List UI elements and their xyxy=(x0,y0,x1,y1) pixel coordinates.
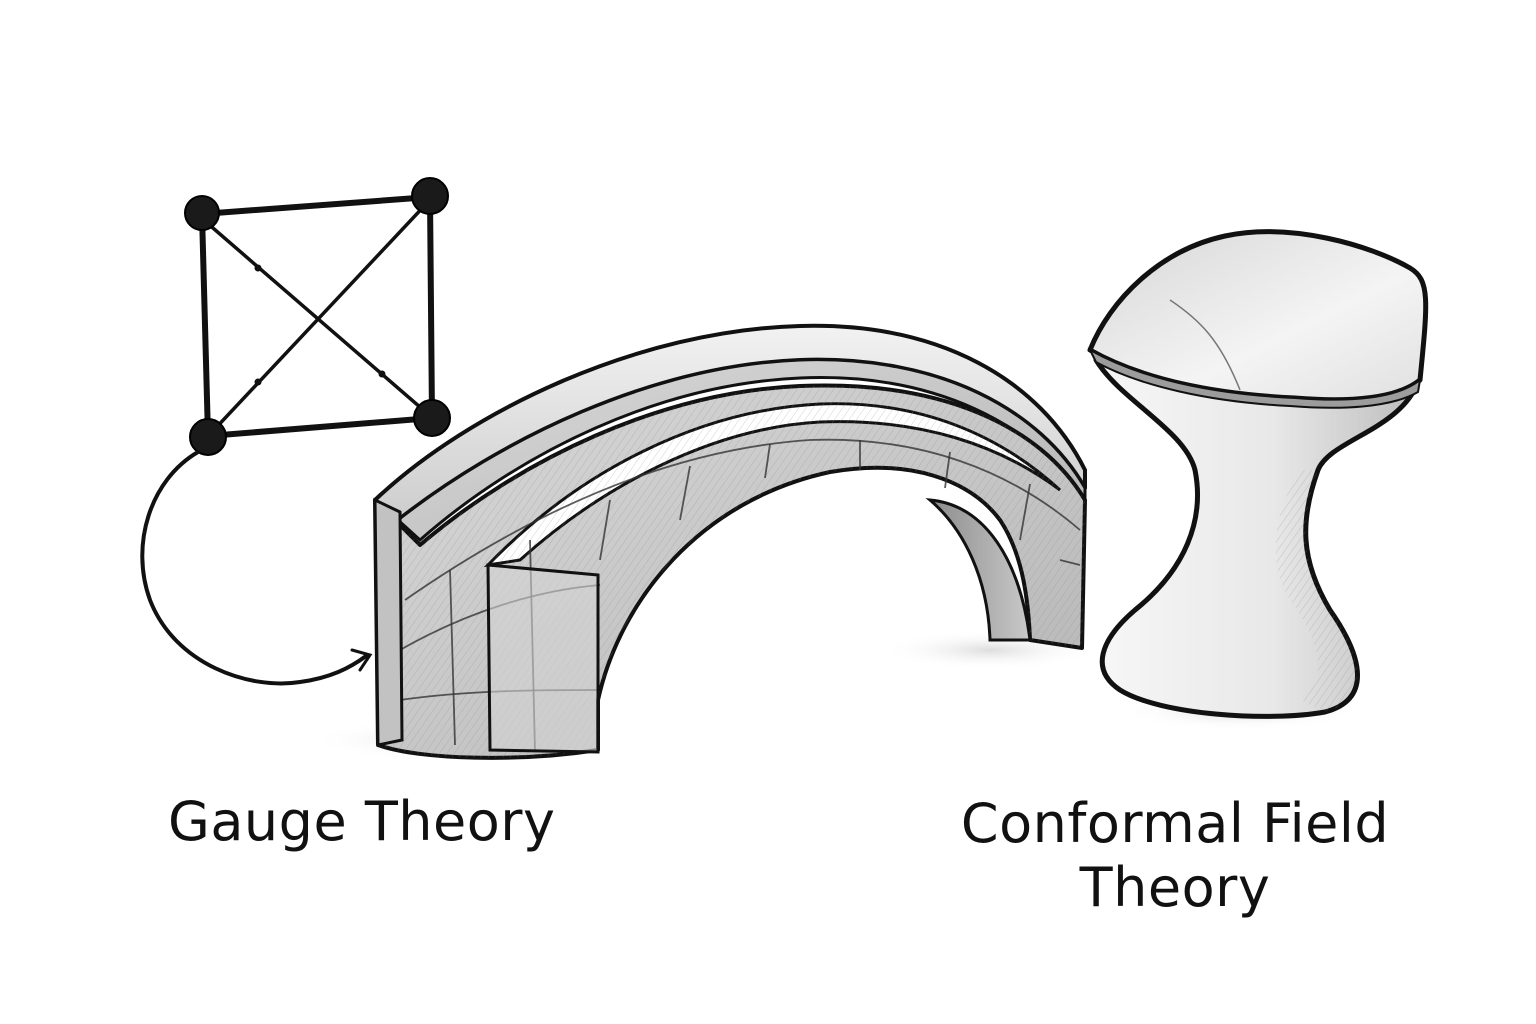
lattice-plaquette-icon xyxy=(199,194,435,439)
stone-bridge-icon xyxy=(310,323,1100,762)
conformal-field-theory-label: Conformal Field Theory xyxy=(940,792,1410,920)
conformal-field-theory-label-line2: Theory xyxy=(1079,856,1271,919)
conformal-field-theory-label-line1: Conformal Field xyxy=(960,792,1390,855)
gauge-theory-label: Gauge Theory xyxy=(168,790,556,853)
conformal-surface-icon xyxy=(1087,229,1429,730)
lattice-node-icon xyxy=(184,177,451,456)
wilson-loop-icon xyxy=(140,450,373,686)
